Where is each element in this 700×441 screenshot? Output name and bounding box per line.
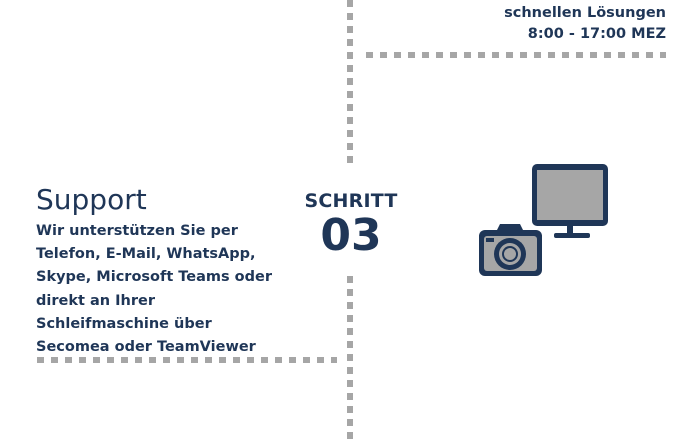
timeline-vertical-dashes-top (347, 0, 353, 168)
camera-icon (479, 224, 542, 276)
step-label: SCHRITT (304, 190, 398, 212)
support-description-line: Schleifmaschine über (36, 315, 212, 332)
support-description-line: Wir unterstützen Sie per (36, 223, 238, 239)
timeline-horizontal-dashes-right (366, 52, 666, 58)
timeline-horizontal-dashes-left (37, 357, 337, 363)
monitor-icon (532, 164, 608, 238)
step-number: 03 (320, 210, 382, 261)
support-description: Wir unterstützen Sie per Telefon, E-Mail… (36, 220, 296, 359)
support-description-line: Skype, Microsoft Teams oder (36, 269, 272, 286)
hours-note-line-1: schnellen Lösungen (504, 5, 666, 21)
step-marker: SCHRITT 03 (295, 190, 407, 259)
support-description-line: Secomea oder TeamViewer (36, 339, 256, 356)
support-title: Support (36, 183, 147, 216)
support-description-line: Telefon, E-Mail, WhatsApp, (36, 246, 256, 263)
hours-note-line-2: 8:00 - 17:00 MEZ (527, 26, 666, 42)
remote-support-illustration (479, 164, 608, 276)
support-description-line: direkt an Ihrer (36, 292, 155, 309)
support-hours-note: schnellen Lösungen 8:00 - 17:00 MEZ (504, 3, 666, 45)
timeline-vertical-dashes-bottom (347, 276, 353, 441)
